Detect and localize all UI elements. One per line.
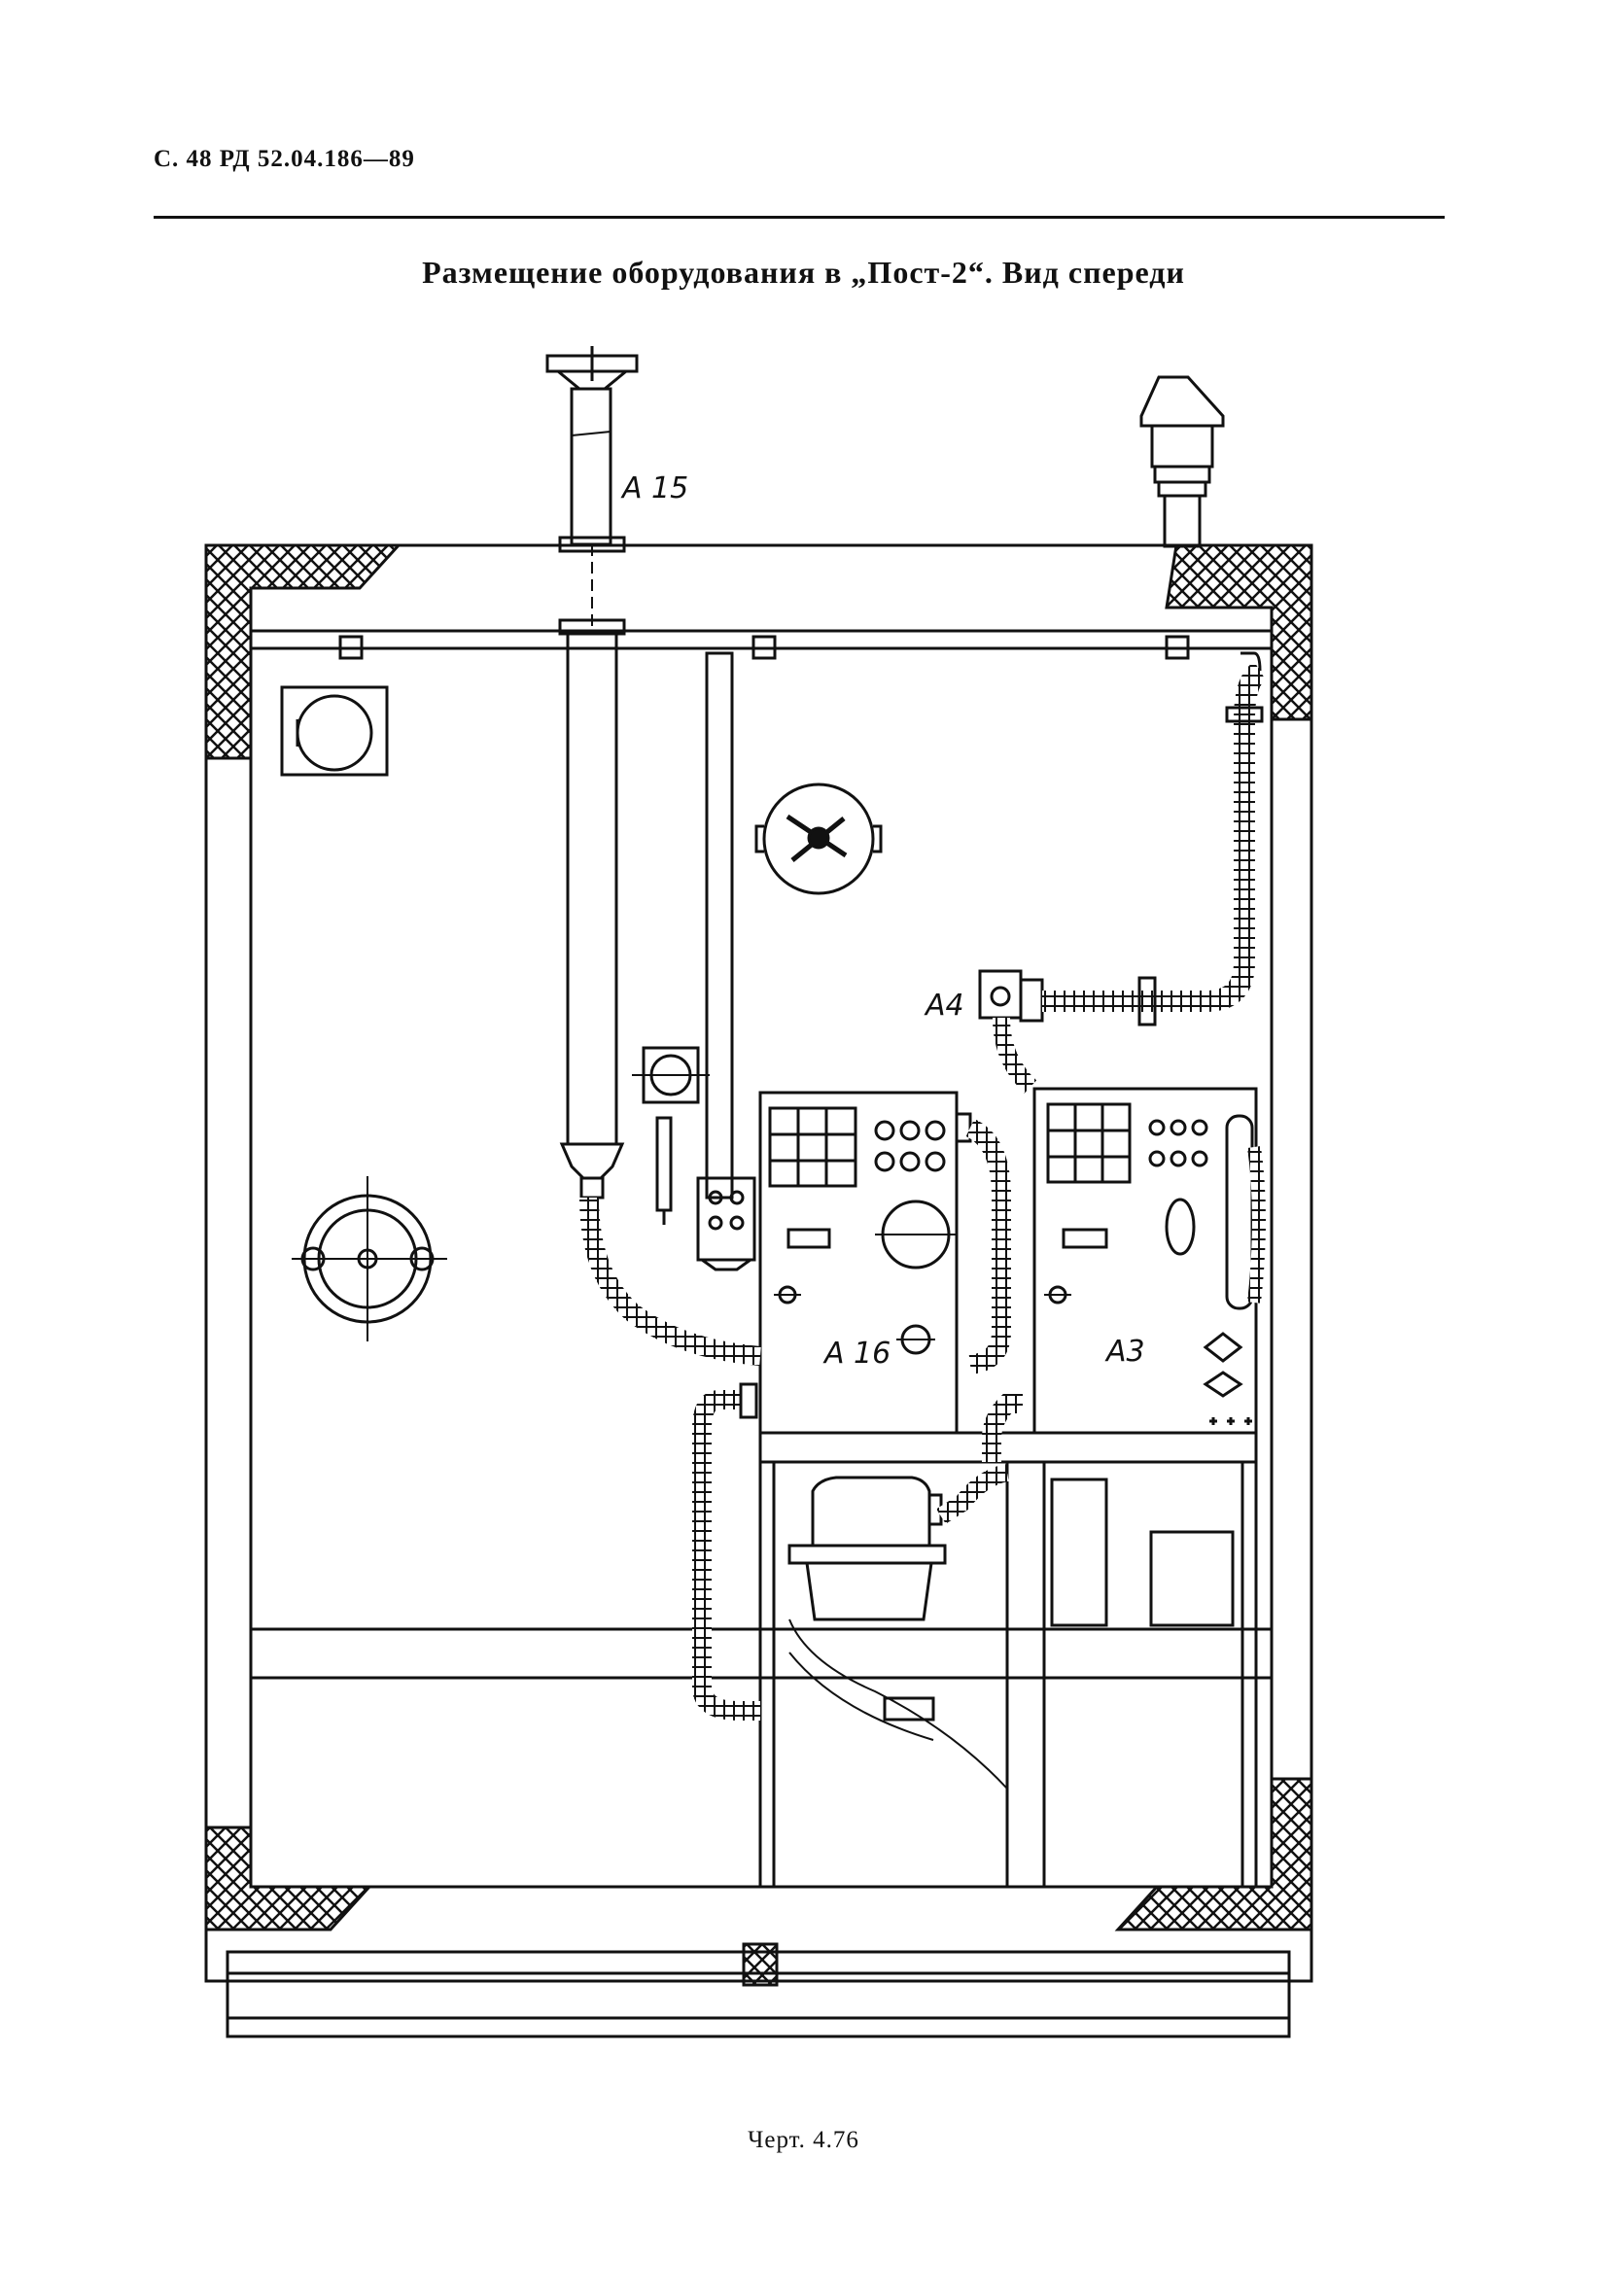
label-a4: A4 [924,989,964,1023]
intake-pipe-a15 [545,346,639,1200]
exhaust-pipe [1139,375,1225,548]
figure-caption: Черт. 4.76 [748,2127,859,2153]
socket-top-left [280,685,389,777]
hose-a15-to-a16 [579,1197,761,1366]
page-header: С. 48 РД 52.04.186—89 [154,146,415,172]
label-a3: A3 [1104,1335,1145,1369]
round-flange [292,1176,447,1341]
label-a15: A 15 [620,471,688,505]
hose-a16-side [965,1118,1011,1374]
cabinet-a16 [758,1091,972,1435]
top-rail [249,629,1274,650]
pump-unit [787,1476,947,1621]
fan-unit [754,783,883,895]
hose-left-lower [692,1390,760,1721]
hose-a4-to-a3 [993,1017,1037,1094]
label-a16: A 16 [822,1337,891,1371]
drawing-title: Размещение оборудования в „Пост-2“. Вид … [422,255,1185,290]
hose-a4-to-top [1042,661,1267,1012]
junction-box-a4 [978,969,1044,1023]
cabinet-a3 [1032,1087,1258,1435]
header-rule [154,216,1445,219]
lower-frame [251,1431,1272,1889]
vertical-conduit [705,651,734,1200]
